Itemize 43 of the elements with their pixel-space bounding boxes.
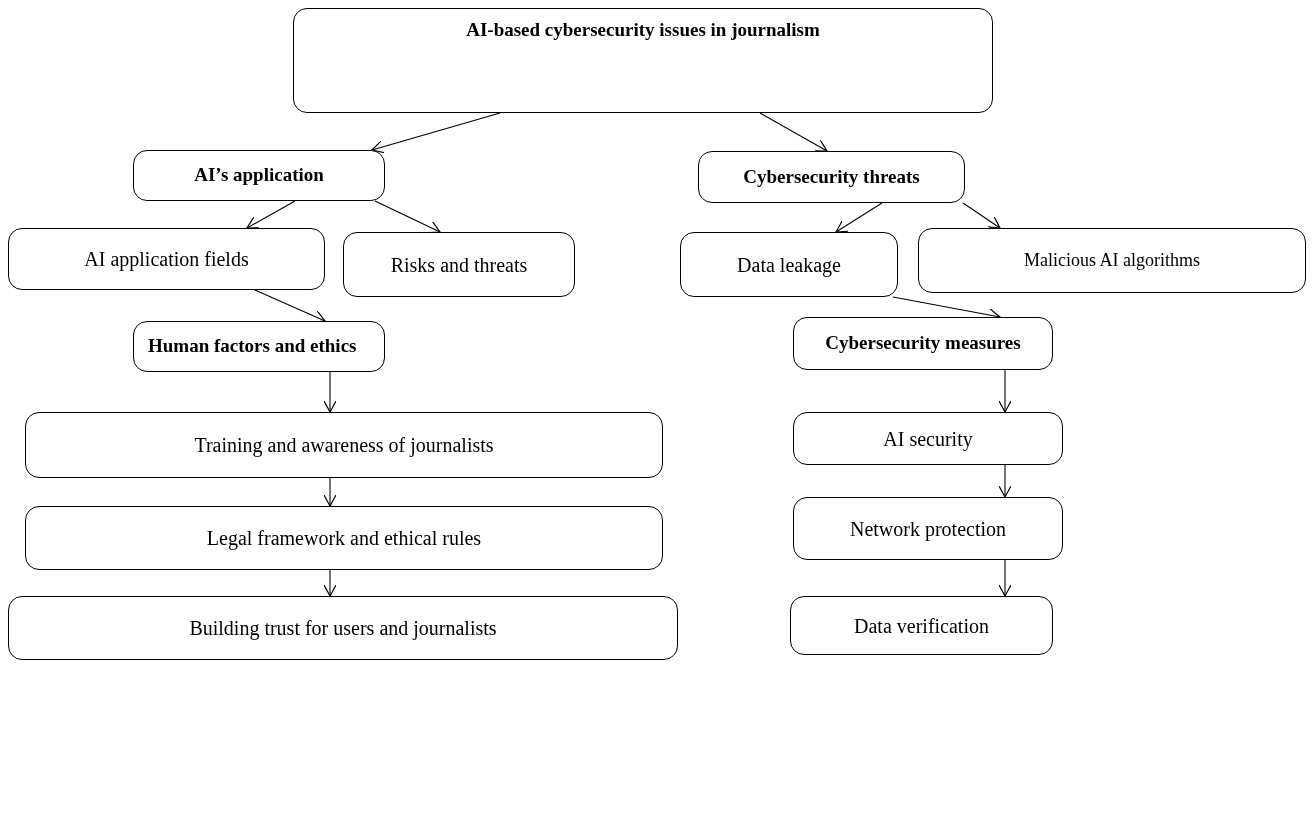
arrow bbox=[835, 202, 883, 233]
topic-box bbox=[25, 506, 663, 570]
topic-box bbox=[918, 228, 1306, 293]
box-label: Building trust for users and journalists bbox=[189, 616, 497, 640]
box-label: Legal framework and ethical rules bbox=[206, 526, 482, 550]
arrow bbox=[323, 371, 337, 413]
box-label: Cybersecurity measures bbox=[825, 332, 1021, 355]
arrow bbox=[998, 369, 1012, 413]
box-label: Cybersecurity threats bbox=[743, 165, 920, 189]
box-label: AI-based cybersecurity issues in journalism bbox=[466, 19, 820, 42]
arrow bbox=[998, 559, 1012, 597]
box-label: AI security bbox=[883, 426, 973, 451]
box-label: Training and awareness of journalists bbox=[194, 433, 494, 457]
heading-box bbox=[293, 8, 993, 113]
topic-box bbox=[793, 497, 1063, 560]
box-label: Risks and threats bbox=[390, 252, 528, 277]
topic-box bbox=[793, 412, 1063, 465]
arrow bbox=[323, 477, 337, 507]
box-label: Human factors and ethics bbox=[148, 335, 357, 358]
topic-box bbox=[25, 412, 663, 478]
topic-box bbox=[8, 228, 325, 290]
arrow bbox=[374, 200, 441, 234]
box-label: Network protection bbox=[849, 516, 1007, 541]
heading-box bbox=[793, 317, 1053, 370]
box-label: Data verification bbox=[854, 613, 989, 638]
arrow bbox=[998, 464, 1012, 498]
arrow bbox=[371, 112, 501, 154]
topic-box bbox=[343, 232, 575, 297]
arrow bbox=[254, 289, 326, 323]
box-label: Data leakage bbox=[737, 252, 841, 277]
box-label: AI’s application bbox=[194, 164, 324, 187]
topic-box bbox=[8, 596, 678, 660]
arrow bbox=[246, 200, 296, 229]
topic-box bbox=[790, 596, 1053, 655]
arrow bbox=[962, 202, 1001, 229]
topic-box bbox=[680, 232, 898, 297]
heading-box bbox=[133, 321, 385, 372]
heading-box bbox=[698, 151, 965, 203]
arrow bbox=[759, 112, 828, 152]
box-label: AI application fields bbox=[84, 247, 249, 271]
arrow bbox=[323, 569, 337, 597]
heading-box bbox=[133, 150, 385, 201]
box-label: Malicious AI algorithms bbox=[1024, 249, 1200, 272]
